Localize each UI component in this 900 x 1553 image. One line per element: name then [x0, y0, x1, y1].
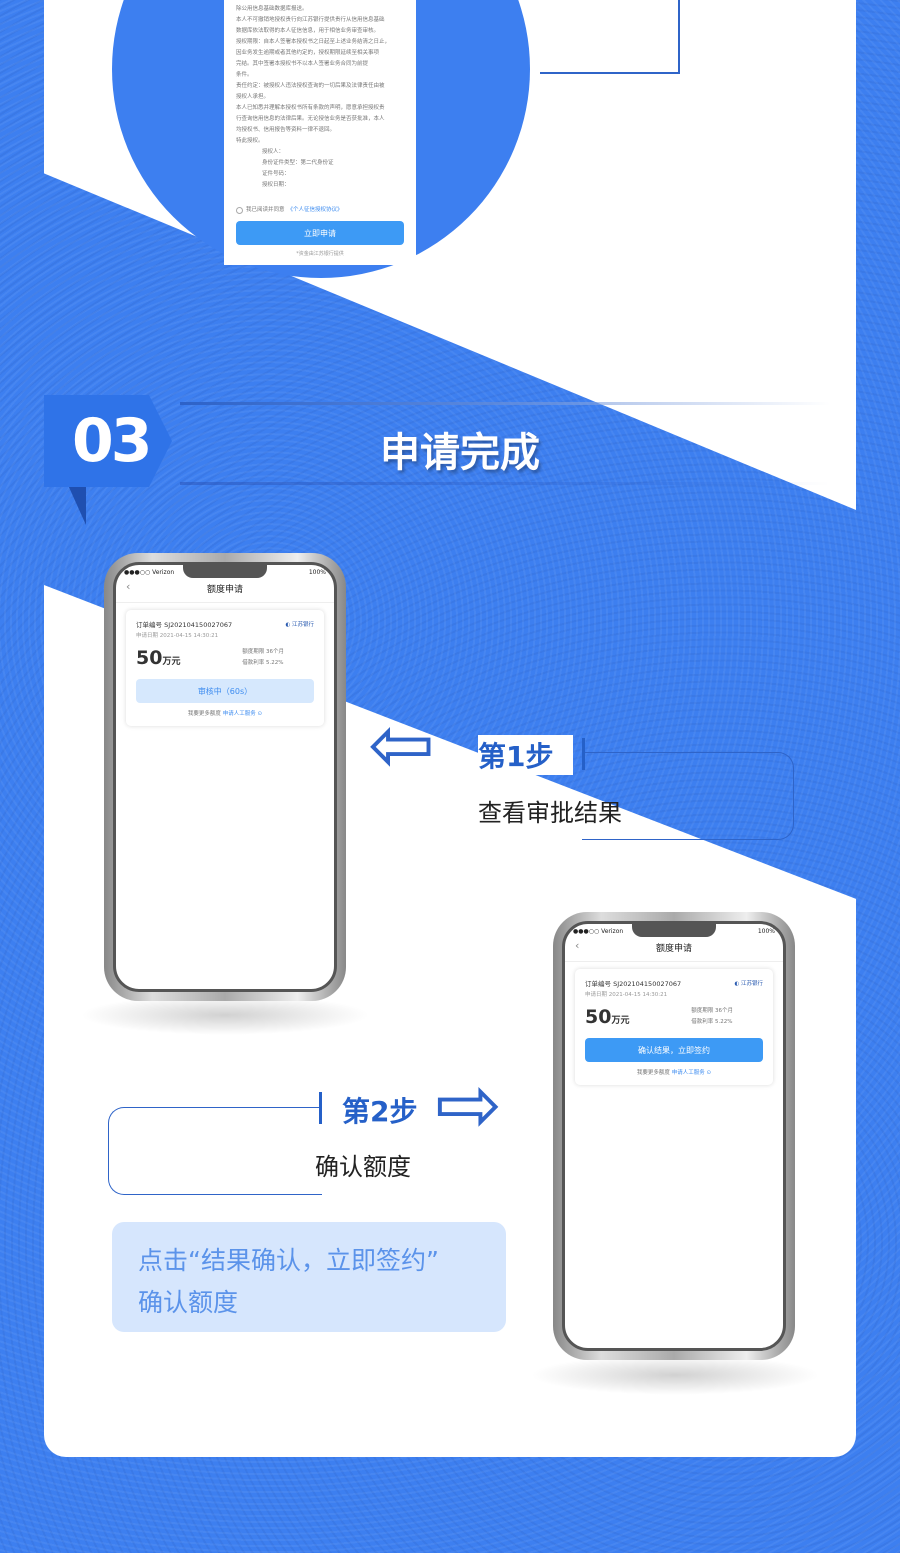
chevron-right-icon[interactable]: ⊙ — [257, 711, 263, 717]
doc-line: 条件。 — [236, 72, 253, 78]
apply-button[interactable]: 立即申请 — [236, 221, 404, 245]
signature-line: 证件号码： — [262, 171, 290, 177]
order-number: 订单编号 SJ202104150027067 — [136, 621, 233, 629]
doc-line: 因业务发生逾期或者其他约定的，授权期限延续至相关事项 — [236, 50, 380, 56]
more-quota: 我要更多额度 申请人工服务 ⊙ — [187, 711, 263, 717]
doc-line: 行查询信用信息的法律后果。无论授信业务是否获批准，本人 — [236, 116, 385, 122]
bank-logo: ◐ 江苏银行 — [734, 981, 763, 987]
back-icon[interactable]: ‹ — [126, 580, 131, 593]
phone-notch — [183, 565, 267, 578]
signature-line: 身份证件类型：第二代身份证 — [262, 160, 334, 166]
phone-mockup-1: ●●●○○ Verizon 100% ‹ 额度申请 订单编号 SJ202104150… — [104, 553, 346, 1001]
step-marker — [319, 1092, 322, 1124]
nav-bar: ‹ 额度申请 — [116, 580, 334, 603]
rate: 借款利率 5.22% — [691, 1019, 733, 1025]
instruction-tip: 点击“结果确认，立即签约” 确认额度 — [112, 1222, 506, 1332]
confirm-sign-button[interactable]: 确认结果，立即签约 — [585, 1038, 763, 1062]
phone-shadow — [80, 995, 370, 1035]
agree-text: 我已阅读并同意 — [246, 207, 285, 213]
divider — [180, 482, 830, 485]
arrow-right-icon: ⇨ — [435, 1058, 503, 1151]
authorization-document: 除公用信息基础数据库报送。 本人不可撤销地授权贵行向江苏银行提供贵行从信用信息基… — [224, 0, 416, 265]
phone-mockup-2: ●●●○○ Verizon 100% ‹ 额度申请 订单编号 SJ202104150… — [553, 912, 795, 1360]
step-marker — [582, 738, 585, 770]
rate: 借款利率 5.22% — [242, 660, 284, 666]
battery: 100% — [757, 928, 775, 935]
phone-shadow — [530, 1355, 820, 1395]
doc-line: 责任约定：被授权人违法授权查询的一切后果及法律责任由被 — [236, 83, 385, 89]
manual-service-link[interactable]: 申请人工服务 — [222, 711, 256, 717]
tip-line: 确认额度 — [138, 1288, 239, 1317]
divider — [180, 402, 830, 405]
radio-icon[interactable] — [236, 207, 243, 214]
doc-line: 本人不可撤销地授权贵行向江苏银行提供贵行从信用信息基础 — [236, 17, 385, 23]
phone-notch — [632, 924, 716, 937]
term: 额度期限 36个月 — [691, 1008, 733, 1014]
doc-line: 除公用信息基础数据库报送。 — [236, 6, 308, 12]
step2-desc: 确认额度 — [315, 1153, 411, 1181]
nav-title: 额度申请 — [655, 944, 692, 954]
tip-line: 点击“结果确认，立即签约” — [138, 1246, 439, 1275]
carrier: ●●●○○ Verizon — [573, 928, 624, 935]
chevron-right-icon[interactable]: ⊙ — [706, 1070, 712, 1076]
amount: 50万元 — [136, 647, 181, 669]
signature-line: 授权人： — [262, 149, 285, 155]
bank-logo: ◐ 江苏银行 — [285, 622, 314, 628]
step1-frame — [582, 752, 794, 840]
carrier: ●●●○○ Verizon — [124, 569, 175, 576]
decorative-frame — [540, 0, 680, 74]
doc-line: 均授权书、信用报告等资料一律不退回。 — [236, 127, 336, 133]
step1-label: 第1步 — [478, 735, 574, 775]
order-number: 订单编号 SJ202104150027067 — [585, 980, 682, 988]
footnote: *资金由江苏银行提供 — [296, 251, 344, 257]
order-card: 订单编号 SJ202104150027067 申请日期 2021-04-15 1… — [575, 969, 773, 1085]
step2-frame — [108, 1107, 322, 1195]
doc-line: 授权人承担。 — [236, 94, 270, 100]
nav-bar: ‹ 额度申请 — [565, 939, 783, 962]
doc-line: 特此授权。 — [236, 138, 264, 144]
section-number-badge: 03 — [44, 395, 172, 487]
status-bar: ●●●○○ Verizon 100% — [116, 565, 334, 580]
agreement-link[interactable]: 《个人征信授权协议》 — [287, 207, 343, 213]
step1-desc: 查看审批结果 — [478, 799, 622, 827]
doc-line: 授权期限：自本人签署本授权书之日起至上述业务结清之日止， — [236, 39, 391, 45]
nav-title: 额度申请 — [206, 585, 243, 595]
section-title: 申请完成 — [380, 430, 540, 476]
back-icon[interactable]: ‹ — [575, 939, 580, 952]
manual-service-link[interactable]: 申请人工服务 — [671, 1070, 705, 1076]
battery: 100% — [308, 569, 326, 576]
status-bar: ●●●○○ Verizon 100% — [565, 924, 783, 939]
term: 额度期限 36个月 — [242, 649, 284, 655]
doc-line: 完结。其中签署本授权书不以本人签署业务合同为前提 — [236, 61, 369, 67]
apply-date: 申请日期 2021-04-15 14:30:21 — [585, 992, 668, 998]
amount: 50万元 — [585, 1006, 630, 1028]
agree-checkbox[interactable]: 我已阅读并同意《个人征信授权协议》 — [236, 205, 404, 216]
doc-line: 数据库依法取得的本人征信信息，用于相信业务审查审核。 — [236, 28, 380, 34]
arrow-left-icon: ⇦ — [368, 698, 436, 791]
reviewing-status-button[interactable]: 审核中（60s） — [136, 679, 314, 703]
signature-line: 授权日期： — [262, 182, 290, 188]
apply-date: 申请日期 2021-04-15 14:30:21 — [136, 633, 219, 639]
step2-label: 第2步 — [342, 1095, 418, 1128]
more-quota: 我要更多额度 申请人工服务 ⊙ — [636, 1070, 712, 1076]
doc-line: 本人已知悉并理解本授权书所有条款的声明，愿意承担授权贵 — [236, 105, 385, 111]
order-card: 订单编号 SJ202104150027067 申请日期 2021-04-15 1… — [126, 610, 324, 726]
